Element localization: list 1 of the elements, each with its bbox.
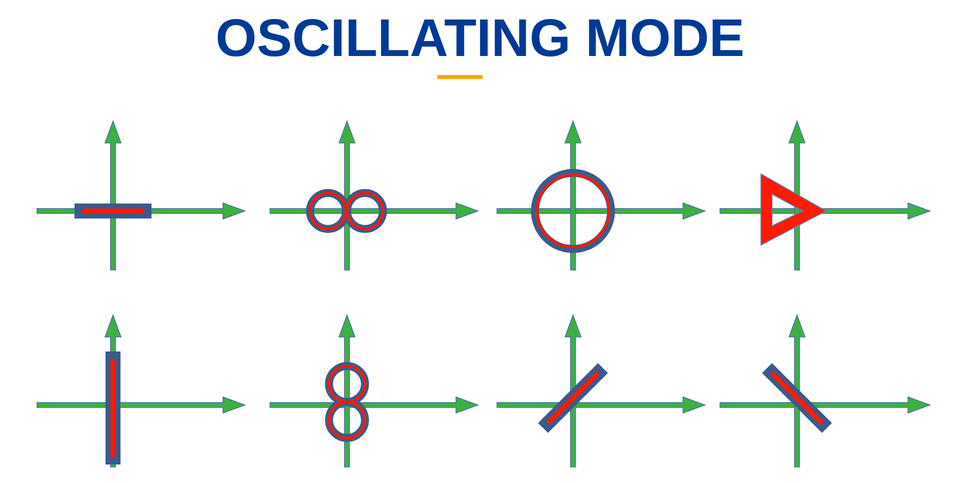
title-heading: OSCILLATING MODE: [216, 12, 744, 65]
